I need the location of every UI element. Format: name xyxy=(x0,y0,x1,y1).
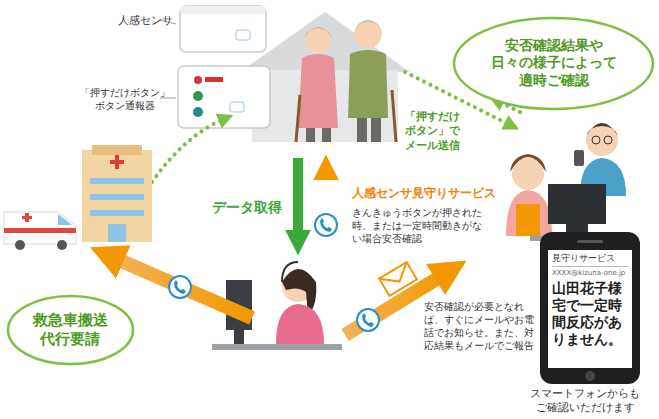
envelope-icon xyxy=(379,262,417,296)
note-bubble: 安否確認結果や 日々の様子によって 適時ご確認 xyxy=(452,16,655,111)
part-label: 「押すだけボタン」 ボタン通報器 xyxy=(80,86,170,112)
bubble-text: 安否確認結果や 日々の様子によって 適時ご確認 xyxy=(491,37,617,90)
bubble-ellipse xyxy=(454,18,653,109)
elderly-couple xyxy=(296,20,396,142)
arrow-label: 「押すだけ ボタン」で メール送信 xyxy=(405,110,460,153)
screen-message: 山田花子様宅で一定時間反応がありません。 xyxy=(552,280,628,348)
home-button xyxy=(585,371,595,381)
call-arrow xyxy=(321,170,331,250)
call-arrow xyxy=(110,256,252,318)
bubble-ellipse xyxy=(8,296,133,364)
sensor-devices xyxy=(160,6,270,128)
notify-note: 安否確認が必要となれば、すぐにメールやお電話でお知らせ。また、対応結果もメールで… xyxy=(424,300,536,352)
hospital xyxy=(82,145,152,242)
part-label: 人感センサ xyxy=(118,14,173,28)
bubble-text: 救急車搬送 代行要請 xyxy=(33,311,108,349)
phone-screen: 見守りサービス XXXX@kizuna-one.jp 山田花子様宅で一定時間反応があ… xyxy=(548,250,632,368)
arrow-label: データ取得 xyxy=(212,198,282,216)
note-bubble: 救急車搬送 代行要請 xyxy=(6,294,135,366)
dotted-arrow xyxy=(152,118,226,182)
phone-icon xyxy=(169,276,191,298)
phone-icon xyxy=(315,214,337,236)
smartphone xyxy=(540,232,640,384)
phone-caption: スマートフォンからも ご確認いただけます xyxy=(530,387,640,416)
data-arrow xyxy=(293,158,303,240)
service-heading: 人感センサ見守りサービス xyxy=(352,186,496,202)
screen-header: 見守りサービス xyxy=(552,253,628,267)
service-note: きんきゅうボタンが押された時、または一定時間動きがない場合安否確認 xyxy=(352,206,486,245)
family xyxy=(506,123,630,241)
speaker xyxy=(577,240,603,243)
phone-icon xyxy=(357,309,379,331)
ambulance xyxy=(4,212,76,250)
screen-address: XXXX@kizuna-one.jp xyxy=(552,269,628,278)
